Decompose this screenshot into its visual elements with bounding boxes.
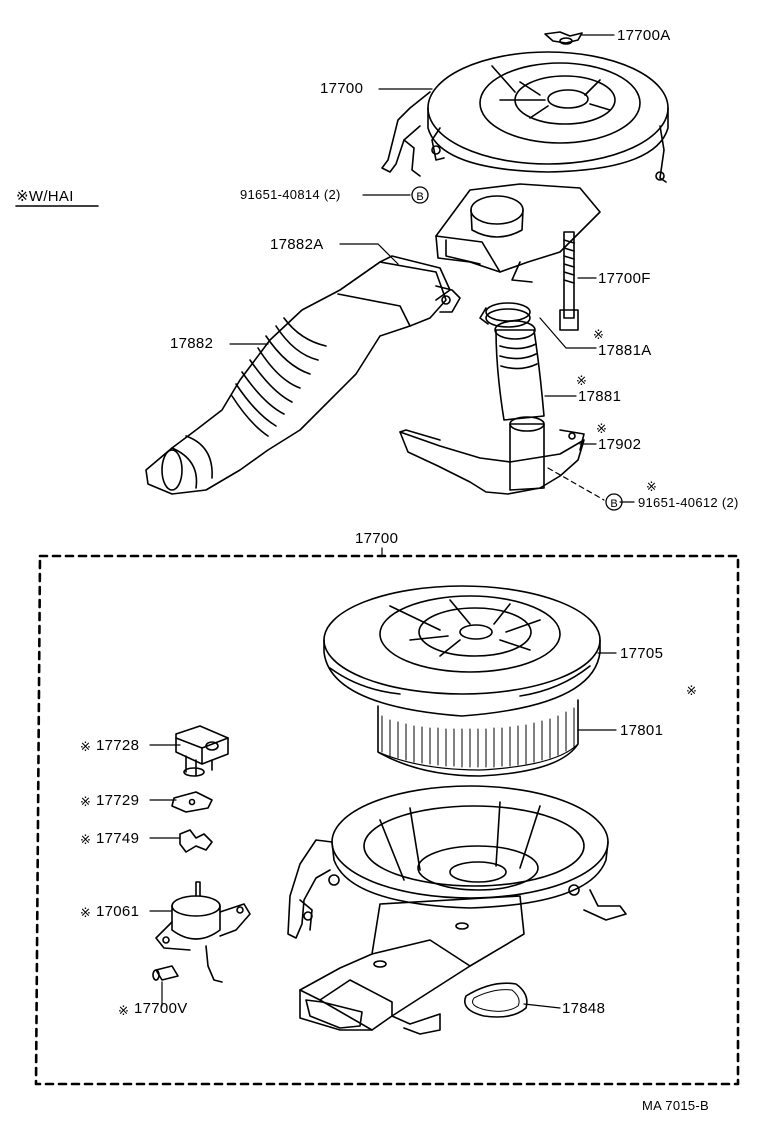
stud-bolt-part <box>559 231 579 331</box>
label-bolt-91651-40612: 91651-40612 (2) <box>638 495 739 510</box>
wing-nut-part <box>544 31 583 45</box>
air-cleaner-case-part <box>287 785 627 939</box>
optional-mark-17881A: ※ <box>593 327 604 342</box>
sensor-gasket-part <box>171 791 213 813</box>
label-17700V: 17700V <box>134 1000 188 1017</box>
intake-hose-part <box>145 261 447 495</box>
label-17881: 17881 <box>578 388 622 405</box>
gasket-part <box>464 982 528 1018</box>
label-17061: 17061 <box>96 903 140 920</box>
air-duct-upper <box>435 183 601 283</box>
label-17700-box: 17700 <box>355 530 399 547</box>
optional-mark-17729: ※ <box>80 794 91 809</box>
heat-stove-part <box>399 416 585 495</box>
label-17728: 17728 <box>96 737 140 754</box>
label-17902: 17902 <box>598 436 642 453</box>
optional-mark-17700V: ※ <box>118 1003 129 1018</box>
vacuum-filter-part <box>152 965 179 981</box>
label-17700A: 17700A <box>617 27 671 44</box>
air-cleaner-cover-part <box>323 585 601 717</box>
label-bolt-91651-40814: 91651-40814 (2) <box>240 187 341 202</box>
label-17700-top: 17700 <box>320 80 364 97</box>
optional-mark-17881: ※ <box>576 373 587 388</box>
vacuum-motor-part <box>155 881 251 983</box>
label-17705: 17705 <box>620 645 664 662</box>
air-cleaner-top-assembly <box>381 51 669 183</box>
label-17749: 17749 <box>96 830 140 847</box>
filter-element-part <box>377 699 579 777</box>
leader-lines-lower <box>149 652 617 1009</box>
optional-mark-bolt-lower: ※ <box>646 479 657 494</box>
optional-mark-17902: ※ <box>596 421 607 436</box>
label-17881A: 17881A <box>598 342 652 359</box>
label-17801: 17801 <box>620 722 664 739</box>
bolt-b-marker-upper <box>411 186 429 204</box>
hose-band-part <box>479 302 531 328</box>
sensor-part <box>175 725 229 777</box>
label-17848: 17848 <box>562 1000 606 1017</box>
bolt-b-letter-lower: B <box>610 498 617 510</box>
bolt-b-letter-upper: B <box>416 191 423 203</box>
clip-part <box>179 829 213 853</box>
leader-lines-upper <box>229 34 615 501</box>
variant-note-whai: ※W/HAI <box>16 188 74 205</box>
optional-mark-17749: ※ <box>80 832 91 847</box>
assembly-group-box <box>34 554 740 1086</box>
optional-mark-17728: ※ <box>80 739 91 754</box>
optional-mark-17061: ※ <box>80 905 91 920</box>
figure-code: MA 7015-B <box>642 1098 710 1113</box>
hose-clamp-part <box>379 255 461 313</box>
label-17882A: 17882A <box>270 236 324 253</box>
label-17700F: 17700F <box>598 270 651 287</box>
snorkel-inlet-part <box>299 895 525 1035</box>
hot-air-hose-part <box>494 320 545 421</box>
optional-mark-17801: ※ <box>686 683 697 698</box>
label-17729: 17729 <box>96 792 140 809</box>
label-17882: 17882 <box>170 335 214 352</box>
